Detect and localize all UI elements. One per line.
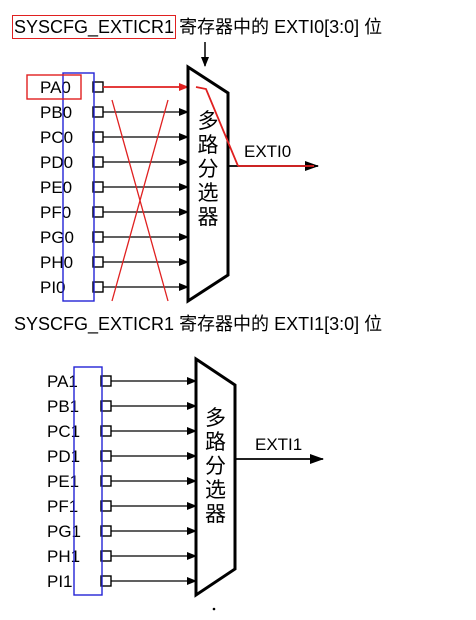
pin-label-ph0: PH0 bbox=[40, 253, 73, 272]
mux-label-char: 路 bbox=[205, 430, 226, 454]
pin-number-bus-box bbox=[73, 366, 103, 596]
pin-label-pb0: PB0 bbox=[40, 103, 72, 122]
mux-label-char: 路 bbox=[198, 133, 219, 157]
pin-label-pg0: PG0 bbox=[40, 228, 74, 247]
pin-label-pd1: PD1 bbox=[47, 447, 80, 466]
pin-label-pi1: PI1 bbox=[47, 572, 73, 591]
register-name: SYSCFG_EXTICR1 bbox=[14, 314, 175, 334]
register-suffix-text: 寄存器中的 bbox=[179, 314, 270, 335]
cross-out-line bbox=[111, 99, 169, 302]
pin-label-pa0: PA0 bbox=[40, 78, 71, 97]
selected-route-path bbox=[195, 86, 239, 167]
mux-label-char: 多 bbox=[198, 109, 219, 133]
footnote-dot bbox=[212, 607, 216, 611]
output-label: EXTI0 bbox=[244, 142, 291, 161]
pin-number-bus-box bbox=[62, 72, 95, 302]
selected-pin-highlight bbox=[26, 74, 82, 100]
mux-label-char: 多 bbox=[205, 406, 226, 430]
mux-label-char: 选 bbox=[198, 181, 219, 205]
register-bits-text: EXTI1[3:0] bbox=[274, 314, 360, 334]
multiplexer-block bbox=[186, 64, 230, 304]
mux-label-char: 器 bbox=[198, 205, 219, 229]
mux-label-char: 分 bbox=[198, 157, 219, 181]
register-position-text: 位 bbox=[364, 17, 383, 38]
mux-label-char: 器 bbox=[205, 502, 226, 526]
register-suffix-text: 寄存器中的 bbox=[179, 17, 270, 38]
pin-label-pe0: PE0 bbox=[40, 178, 72, 197]
register-name-highlighted: SYSCFG_EXTICR1 bbox=[11, 15, 177, 39]
pin-label-pe1: PE1 bbox=[47, 472, 79, 491]
mux-label-char: 选 bbox=[205, 478, 226, 502]
register-bits-text: EXTI0[3:0] bbox=[274, 17, 360, 37]
pin-label-ph1: PH1 bbox=[47, 547, 80, 566]
pin-label-pa1: PA1 bbox=[47, 372, 78, 391]
diagram-1-title: SYSCFG_EXTICR1 寄存器中的 EXTI0[3:0] 位 bbox=[11, 15, 383, 39]
register-position-text: 位 bbox=[364, 314, 383, 335]
pin-label-pg1: PG1 bbox=[47, 522, 81, 541]
diagram-2-title: SYSCFG_EXTICR1 寄存器中的 EXTI1[3:0] 位 bbox=[14, 314, 382, 335]
pin-label-pi0: PI0 bbox=[40, 278, 66, 297]
pin-label-pf1: PF1 bbox=[47, 497, 78, 516]
output-label: EXTI1 bbox=[255, 435, 302, 454]
pin-label-pc0: PC0 bbox=[40, 128, 73, 147]
pin-label-pb1: PB1 bbox=[47, 397, 79, 416]
multiplexer-block bbox=[194, 356, 237, 598]
mux-label-char: 分 bbox=[205, 454, 226, 478]
pin-label-pd0: PD0 bbox=[40, 153, 73, 172]
pin-label-pf0: PF0 bbox=[40, 203, 71, 222]
pin-label-pc1: PC1 bbox=[47, 422, 80, 441]
